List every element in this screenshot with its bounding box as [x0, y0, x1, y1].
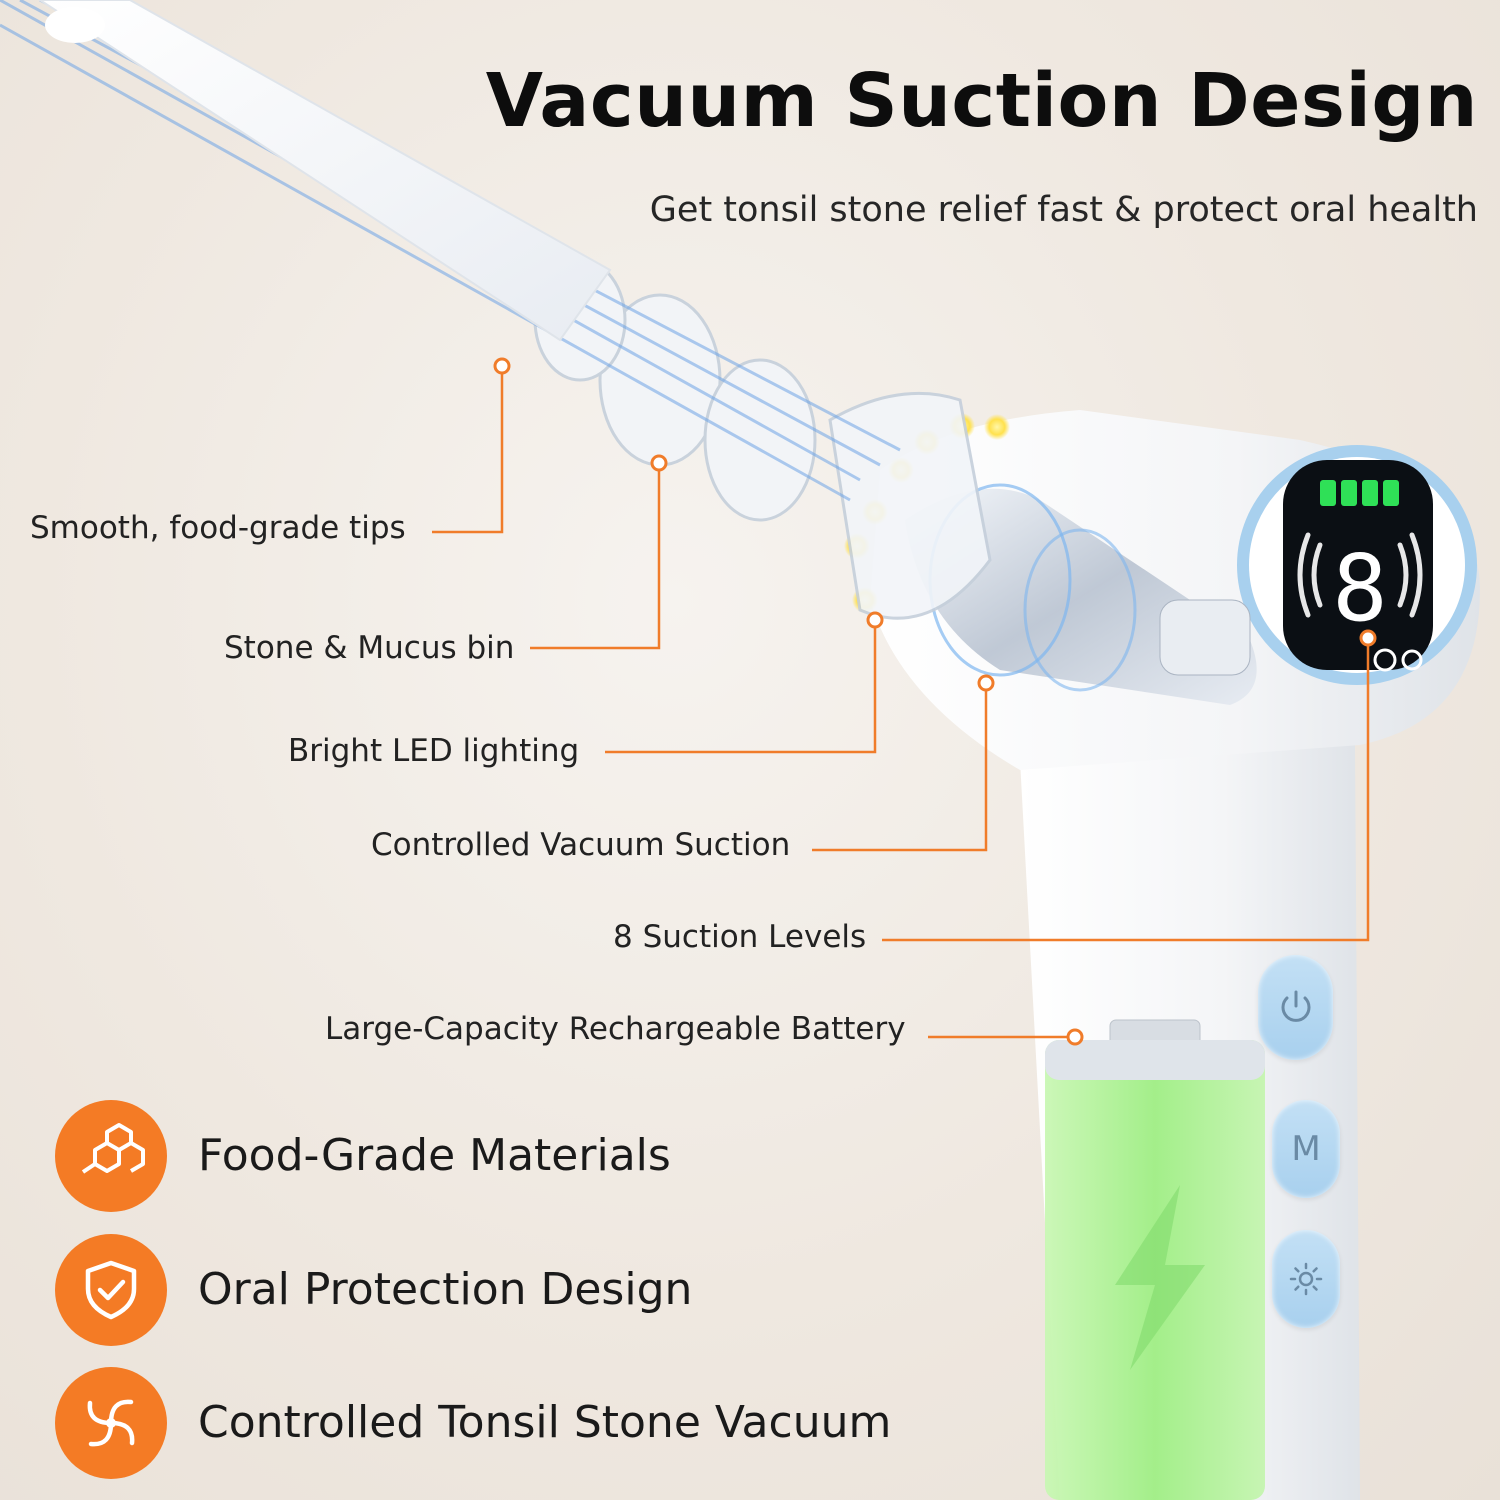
- page-subtitle: Get tonsil stone relief fast & protect o…: [649, 190, 1478, 230]
- feature-label: Food-Grade Materials: [198, 1130, 671, 1181]
- page-title: Vacuum Suction Design: [485, 58, 1478, 144]
- callout-food-grade-tips: Smooth, food-grade tips: [30, 510, 406, 546]
- power-button: [1258, 955, 1333, 1060]
- battery-icon: [1045, 1019, 1265, 1500]
- sun-icon: [1289, 1262, 1323, 1296]
- callout-vacuum-suction: Controlled Vacuum Suction: [371, 827, 791, 863]
- shield-check-icon: [55, 1234, 167, 1346]
- callout-battery: Large-Capacity Rechargeable Battery: [325, 1011, 906, 1047]
- power-icon: [1281, 990, 1310, 1022]
- battery-level-indicator: [1320, 480, 1399, 506]
- hexagon-molecule-icon: [55, 1100, 167, 1212]
- callout-suction-levels: 8 Suction Levels: [613, 919, 867, 955]
- feature-label: Oral Protection Design: [198, 1264, 693, 1315]
- feature-label: Controlled Tonsil Stone Vacuum: [198, 1397, 892, 1448]
- swirl-vacuum-icon: [55, 1367, 167, 1479]
- callout-stone-bin: Stone & Mucus bin: [224, 630, 515, 666]
- suction-level-digit: 8: [1332, 535, 1387, 642]
- stone-mucus-bin: [533, 258, 992, 620]
- digital-display: 8: [1237, 445, 1477, 685]
- food-grade-tip: [38, 0, 612, 342]
- light-button: [1272, 1230, 1340, 1328]
- mode-button: M: [1272, 1100, 1340, 1198]
- callout-led-lighting: Bright LED lighting: [288, 733, 580, 769]
